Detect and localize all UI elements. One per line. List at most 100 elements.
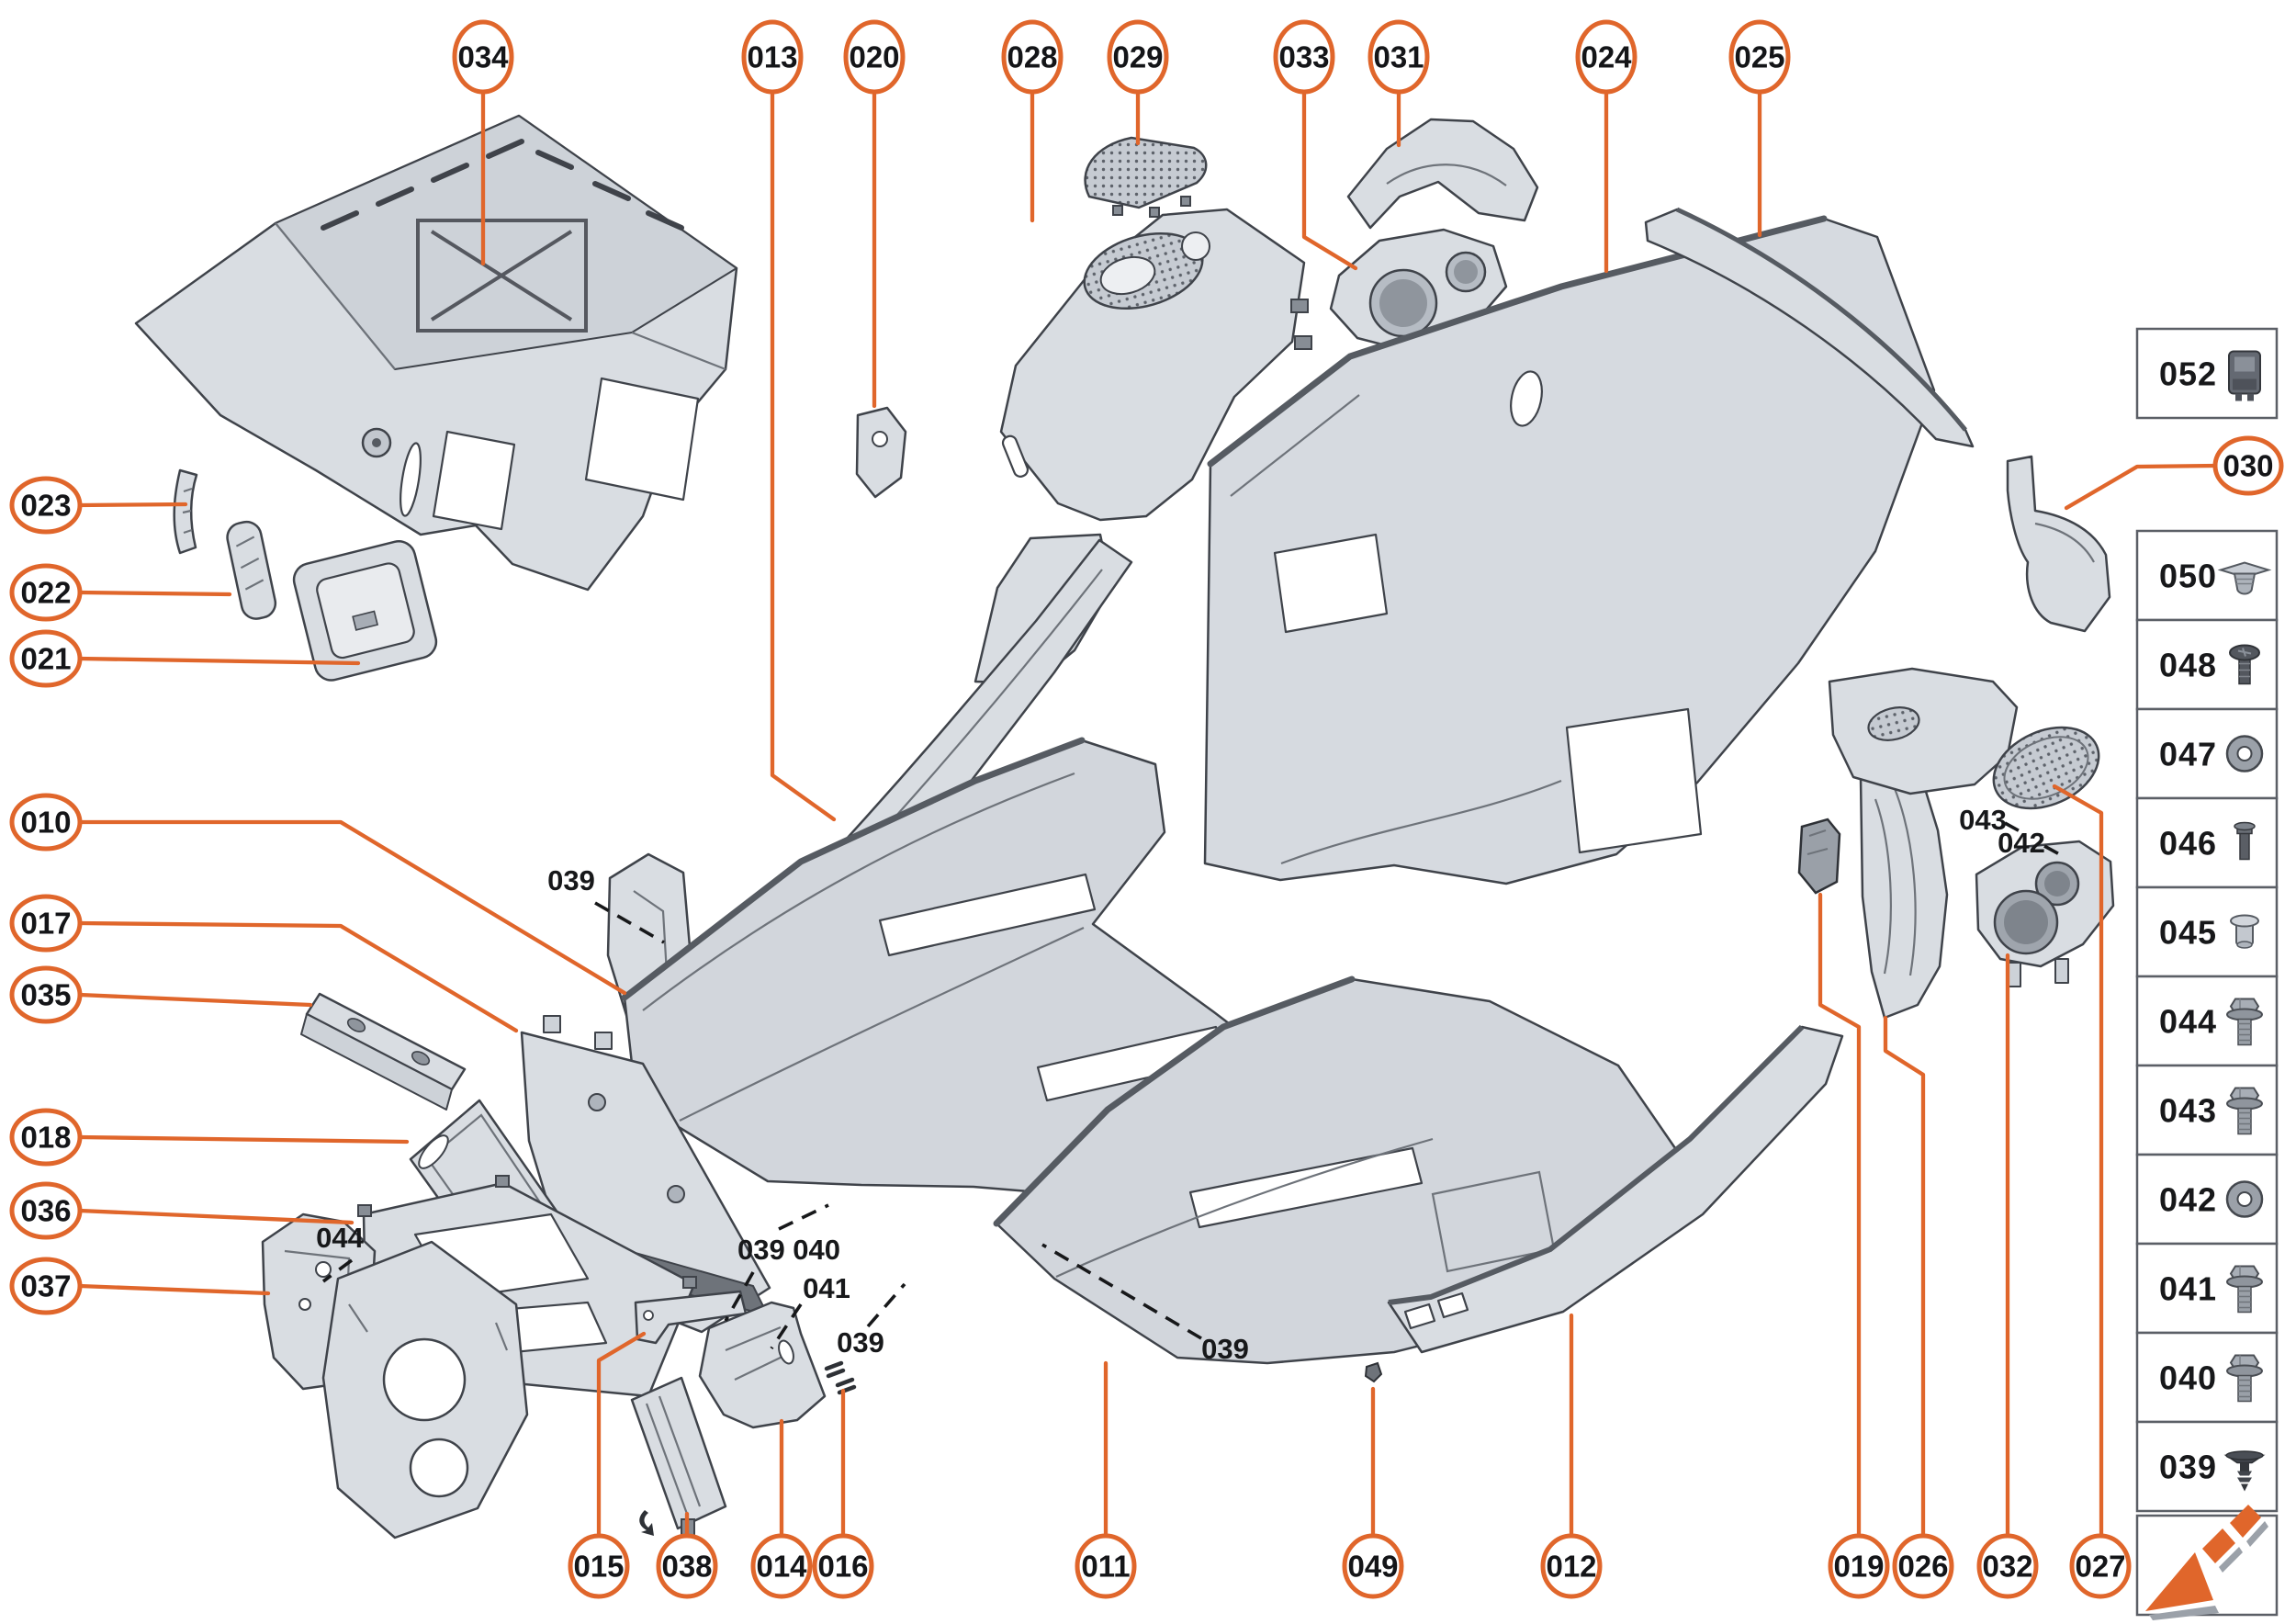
sidebar-part-number: 046 (2159, 825, 2217, 863)
sidebar-row-042[interactable]: 042 (2135, 1153, 2279, 1246)
sidebar-row-box[interactable] (2135, 1331, 2279, 1424)
callout-bubble[interactable] (1540, 1533, 1603, 1599)
annotation-dash-039 (866, 1282, 906, 1328)
callout-028[interactable]: 028 (1001, 19, 1064, 95)
sidebar-row-041[interactable]: 041 (2135, 1242, 2279, 1335)
sidebar-part-number: 050 (2159, 558, 2217, 595)
callout-018[interactable]: 018 (9, 1108, 83, 1167)
callout-049[interactable]: 049 (1342, 1533, 1404, 1599)
callout-013[interactable]: 013 (741, 19, 804, 95)
callout-012[interactable]: 012 (1540, 1533, 1603, 1599)
callout-bubble[interactable] (9, 1181, 83, 1240)
leader-line-035 (77, 992, 313, 1008)
callout-022[interactable]: 022 (9, 563, 83, 622)
callout-bubble[interactable] (452, 19, 514, 95)
sidebar-row-box[interactable] (2135, 1242, 2279, 1335)
callout-023[interactable]: 023 (9, 476, 83, 535)
callout-021[interactable]: 021 (9, 629, 83, 688)
part-cover-plate (630, 1376, 727, 1537)
callout-bubble[interactable] (812, 1533, 874, 1599)
callout-bubble[interactable] (1075, 1533, 1137, 1599)
callout-bubble[interactable] (2212, 435, 2284, 496)
callout-bubble[interactable] (1273, 19, 1335, 95)
part-bulkhead-panel (134, 114, 738, 592)
flange-bolt-icon (2226, 998, 2263, 1046)
callout-bubble[interactable] (9, 965, 83, 1024)
callout-027[interactable]: 027 (2069, 1533, 2132, 1599)
blind-plug-icon (2230, 914, 2259, 949)
sidebar-row-box[interactable] (2135, 1420, 2279, 1513)
callout-bubble[interactable] (843, 19, 906, 95)
annotation-label: 044 (316, 1222, 364, 1254)
callout-bubble[interactable] (9, 563, 83, 622)
sidebar-row-050[interactable]: 050 (2135, 529, 2279, 622)
callout-number: 022 (20, 576, 71, 610)
callout-025[interactable]: 025 (1728, 19, 1791, 95)
callout-bubble[interactable] (1575, 19, 1638, 95)
sidebar-row-box[interactable] (2135, 1064, 2279, 1156)
sidebar-row-044[interactable]: 044 (2135, 975, 2279, 1067)
callout-number: 011 (1081, 1550, 1130, 1584)
callout-bubble[interactable] (656, 1533, 718, 1599)
callout-019[interactable]: 019 (1828, 1533, 1890, 1599)
callout-017[interactable]: 017 (9, 894, 83, 953)
callout-bubble[interactable] (1728, 19, 1791, 95)
sidebar-part-number: 048 (2159, 647, 2217, 684)
callout-bubble[interactable] (9, 1108, 83, 1167)
sidebar-row-045[interactable]: 045 (2135, 885, 2279, 978)
callout-bubble[interactable] (9, 629, 83, 688)
sidebar-row-039[interactable]: 039 (2135, 1420, 2279, 1513)
callout-bubble[interactable] (2069, 1533, 2132, 1599)
sidebar-row-box[interactable] (2135, 618, 2279, 711)
callout-020[interactable]: 020 (843, 19, 906, 95)
callout-032[interactable]: 032 (1976, 1533, 2039, 1599)
callout-016[interactable]: 016 (812, 1533, 874, 1599)
callout-034[interactable]: 034 (452, 19, 514, 95)
sidebar-row-040[interactable]: 040 (2135, 1331, 2279, 1424)
sidebar-row-047[interactable]: 047 (2135, 707, 2279, 800)
callout-bubble[interactable] (750, 1533, 813, 1599)
callout-011[interactable]: 011 (1075, 1533, 1137, 1599)
callout-026[interactable]: 026 (1892, 1533, 1954, 1599)
callout-number: 035 (20, 978, 71, 1012)
callout-031[interactable]: 031 (1367, 19, 1430, 95)
callout-033[interactable]: 033 (1273, 19, 1335, 95)
sidebar-row-046[interactable]: 046 (2135, 796, 2279, 889)
callout-bubble[interactable] (1828, 1533, 1890, 1599)
callout-035[interactable]: 035 (9, 965, 83, 1024)
callout-010[interactable]: 010 (9, 793, 83, 851)
callout-024[interactable]: 024 (1575, 19, 1638, 95)
callout-036[interactable]: 036 (9, 1181, 83, 1240)
callout-029[interactable]: 029 (1107, 19, 1169, 95)
callout-bubble[interactable] (9, 476, 83, 535)
callout-030[interactable]: 030 (2212, 435, 2284, 496)
callout-038[interactable]: 038 (656, 1533, 718, 1599)
callout-bubble[interactable] (1001, 19, 1064, 95)
sidebar-row-043[interactable]: 043 (2135, 1064, 2279, 1156)
sidebar-row-052[interactable]: 052 (2135, 327, 2279, 420)
callout-bubble[interactable] (568, 1533, 630, 1599)
part-trim-strip (173, 468, 198, 555)
leader-lines-layer (77, 89, 2218, 1539)
callout-014[interactable]: 014 (750, 1533, 813, 1599)
sidebar-row-048[interactable]: 048 (2135, 618, 2279, 711)
callout-bubble[interactable] (9, 894, 83, 953)
callout-bubble[interactable] (1342, 1533, 1404, 1599)
callout-bubble[interactable] (1892, 1533, 1954, 1599)
annotation-dash-039 (594, 901, 665, 944)
callout-bubble[interactable] (1107, 19, 1169, 95)
callout-number: 029 (1112, 40, 1163, 74)
callout-bubble[interactable] (1367, 19, 1430, 95)
callout-bubble[interactable] (9, 793, 83, 851)
install-direction-arrow (639, 1510, 654, 1536)
callout-number: 024 (1581, 40, 1632, 74)
sidebar-part-number: 040 (2159, 1359, 2217, 1397)
callout-bubble[interactable] (1976, 1533, 2039, 1599)
callout-bubble[interactable] (741, 19, 804, 95)
leader-line-017 (77, 920, 519, 1033)
callout-number: 010 (20, 806, 71, 840)
callout-015[interactable]: 015 (568, 1533, 630, 1599)
callout-bubble[interactable] (9, 1257, 83, 1315)
callout-037[interactable]: 037 (9, 1257, 83, 1315)
leader-line-021 (77, 656, 361, 666)
